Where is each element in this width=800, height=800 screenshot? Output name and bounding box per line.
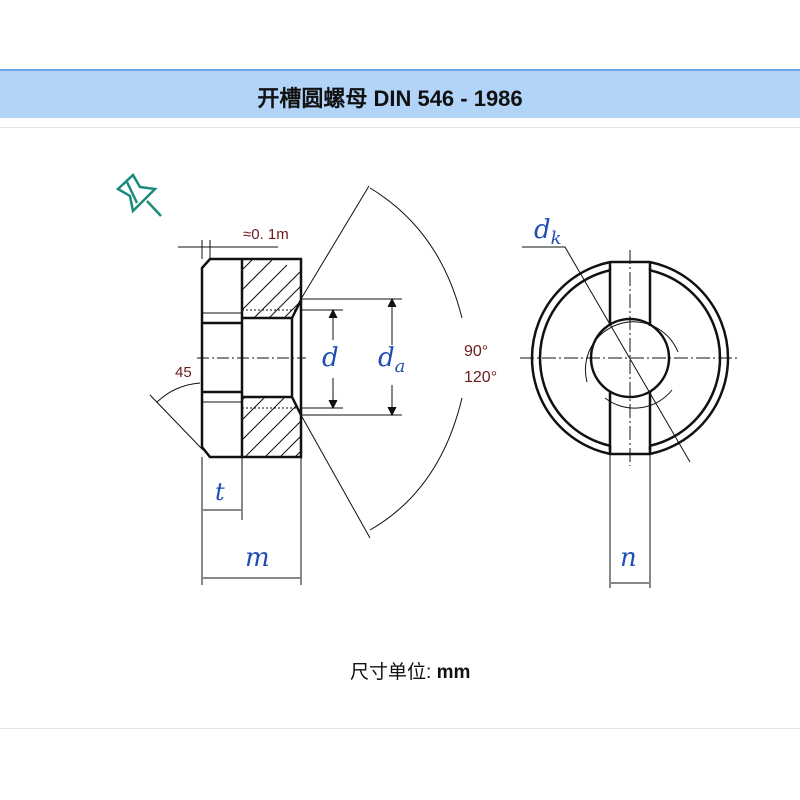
divider-top [0,127,800,128]
units-label: 尺寸单位: [350,662,432,683]
section-hatching [242,259,301,457]
bore-diameter-label: d [322,343,339,373]
front-view [520,250,740,466]
angle-90-label: 90° [464,343,488,360]
page-title: 开槽圆螺母 DIN 546 - 1986 [257,86,523,111]
chamfer-width-label: ≈0. 1m [243,226,289,243]
side-view [197,257,306,459]
divider-bottom [0,728,800,729]
outer-diameter-label: dk [534,215,562,249]
slot-depth-label: t [215,478,225,506]
slot-width-label: n [620,543,637,573]
height-label: m [245,543,270,573]
front-dimensions [522,246,691,588]
pushpin-icon [115,173,162,217]
bearing-diameter-label: da [378,343,405,377]
title-banner: 开槽圆螺母 DIN 546 - 1986 [0,69,800,118]
angle-45-label: 45 [175,364,192,381]
dimensions [149,185,463,585]
units-value: mm [436,662,471,683]
units-note: 尺寸单位: mm [350,657,470,684]
angle-120-label: 120° [464,369,497,386]
